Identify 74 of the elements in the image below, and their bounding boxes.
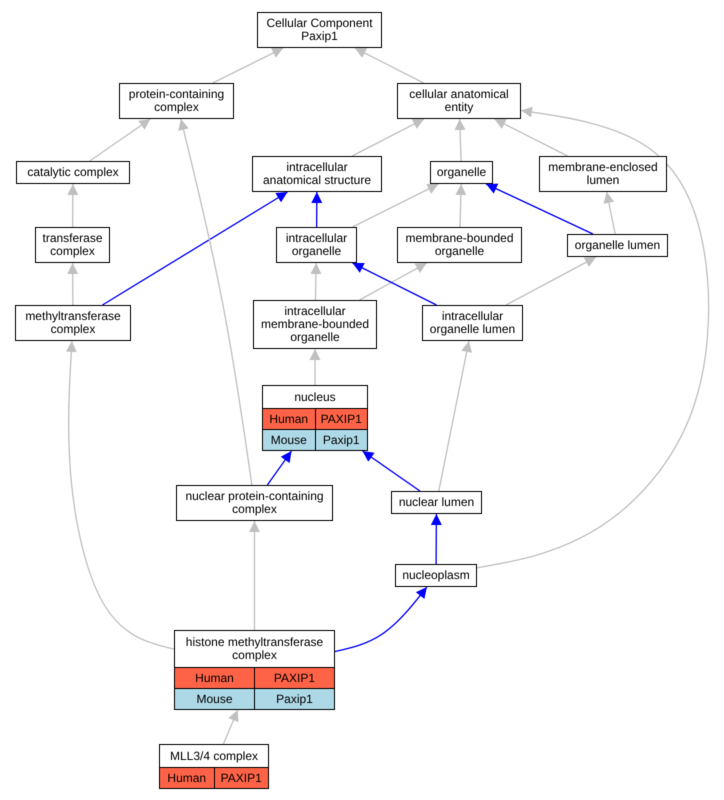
arrow	[311, 192, 322, 227]
term-label: nuclear protein-containing complex	[184, 490, 325, 516]
term-box	[391, 491, 482, 514]
term-label: membrane-enclosed lumen	[547, 161, 659, 187]
arrow	[438, 340, 472, 492]
term-label: Cellular Component Paxip1	[265, 17, 374, 43]
arrow	[249, 521, 260, 630]
term-label: catalytic complex	[27, 166, 119, 179]
term-label: protein-containing complex	[128, 88, 226, 114]
term-label: intracellular organelle lumen	[428, 310, 516, 336]
term-label: histone methyltransferase complex	[184, 636, 324, 662]
term-box	[422, 305, 523, 341]
arrow	[352, 118, 424, 157]
arrow	[66, 340, 174, 650]
term-label: intracellular membrane-bounded organelle	[260, 305, 370, 344]
term-box	[395, 564, 477, 587]
arrow	[266, 450, 292, 486]
term-label: transferase complex	[41, 232, 104, 258]
species-name: Human	[194, 670, 235, 687]
term-box	[397, 83, 521, 119]
arrow	[310, 349, 320, 385]
arrow	[89, 118, 151, 162]
arrow	[67, 263, 78, 305]
arrow	[603, 192, 616, 234]
arrow	[222, 710, 239, 744]
term-label: membrane-bounded organelle	[404, 232, 515, 258]
term-label: organelle	[436, 166, 486, 179]
arrow	[352, 262, 437, 306]
species-name: Mouse	[195, 691, 234, 708]
arrow	[352, 183, 439, 228]
term-box	[253, 300, 377, 349]
term-box	[16, 161, 130, 184]
term-box	[15, 305, 131, 341]
arrow	[430, 514, 442, 564]
gene-table	[262, 385, 368, 451]
term-box	[35, 227, 110, 263]
arrow	[67, 184, 78, 227]
arrow	[476, 106, 710, 569]
term-box	[539, 156, 667, 192]
arrow	[178, 118, 253, 486]
term-box	[430, 161, 493, 184]
arrow	[455, 184, 466, 228]
arrow	[494, 118, 568, 157]
term-box	[176, 485, 333, 521]
arrow	[102, 191, 288, 306]
term-label: nucleoplasm	[402, 569, 470, 582]
term-box	[276, 227, 357, 263]
arrow	[359, 262, 428, 301]
term-label: intracellular organelle	[284, 232, 348, 258]
arrow	[212, 47, 284, 84]
gene-table	[159, 744, 269, 789]
arrow	[354, 47, 424, 84]
term-label: nuclear lumen	[398, 496, 474, 509]
term-label: cellular anatomical entity	[408, 88, 510, 114]
arrow	[506, 256, 596, 306]
term-label: methyltransferase complex	[24, 310, 122, 336]
gene-table	[174, 630, 335, 710]
term-label: nucleus	[294, 390, 336, 404]
species-name: Human	[268, 411, 310, 428]
term-box	[397, 227, 522, 263]
arrow	[310, 262, 322, 300]
arrow	[486, 183, 594, 235]
arrow	[334, 586, 428, 652]
term-box	[252, 156, 382, 192]
term-label: MLL3/4 complex	[170, 750, 258, 762]
term-box	[119, 83, 234, 119]
arrow	[454, 118, 466, 162]
arrow	[362, 450, 420, 492]
term-label: intracellular anatomical structure	[262, 161, 372, 187]
species-name: Human	[166, 770, 208, 787]
term-label: organelle lumen	[574, 239, 660, 252]
species-name: Mouse	[270, 432, 308, 449]
term-box	[257, 12, 382, 48]
term-box	[567, 234, 668, 257]
